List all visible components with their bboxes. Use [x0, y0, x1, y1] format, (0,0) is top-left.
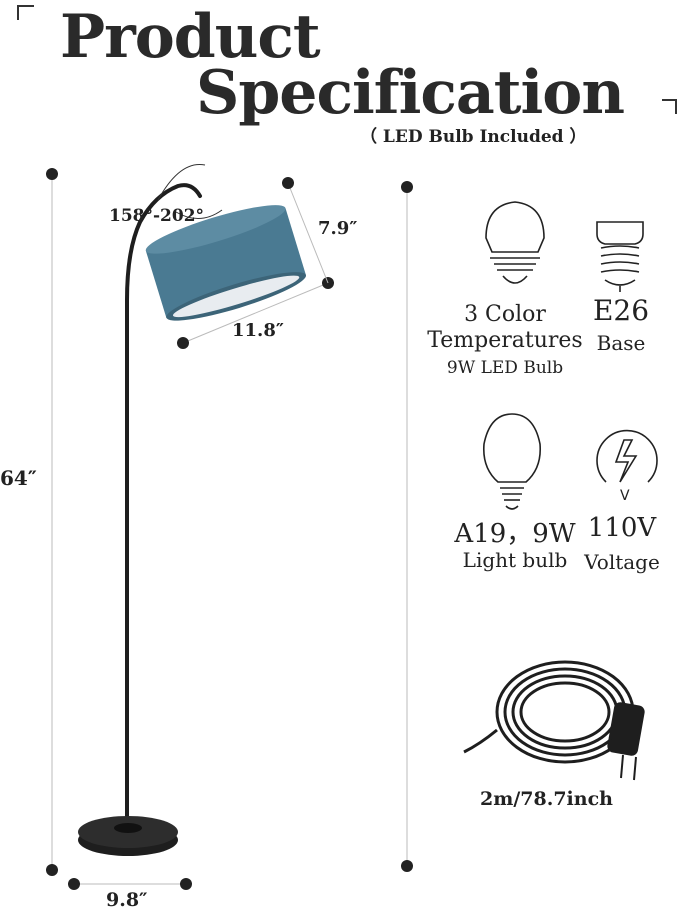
- led-bulb-icon: [485, 201, 545, 284]
- shade-width-label: 11.8″: [232, 320, 284, 341]
- color-temp-line1: 3 Color: [464, 302, 546, 327]
- title-line1: Product: [60, 2, 321, 72]
- a19-bulb-icon: [482, 413, 542, 510]
- bulb-value: A19，9W: [454, 519, 576, 549]
- power-cord-icon: [463, 660, 645, 781]
- base-value: E26: [592, 294, 650, 327]
- shade-height-line: [287, 182, 329, 284]
- e26-socket-icon: [596, 221, 644, 292]
- height-dimension-dot-bottom: [46, 864, 58, 876]
- color-temp-line2: Temperatures: [427, 328, 583, 353]
- corner-bracket-top-left: [17, 5, 34, 20]
- shade-width-dot-left: [177, 337, 189, 349]
- voltage-icon: V: [596, 429, 658, 504]
- bulb-label: Light bulb: [462, 548, 568, 572]
- rotation-label: 158°-202°: [109, 206, 205, 226]
- corner-bracket-bottom-right: [662, 99, 677, 114]
- voltage-value: 110V: [587, 513, 657, 543]
- base-width-dot-left: [68, 878, 80, 890]
- shade-height-dot-top: [282, 177, 294, 189]
- cord-length-label: 2m/78.7inch: [480, 788, 613, 810]
- base-width-dot-right: [180, 878, 192, 890]
- divider-dot-top: [401, 181, 413, 193]
- svg-text:V: V: [620, 488, 630, 504]
- voltage-label: Voltage: [584, 550, 660, 574]
- height-label: 64″: [0, 466, 37, 490]
- color-temp-line3: 9W LED Bulb: [446, 358, 564, 378]
- height-dimension-dot-top: [46, 168, 58, 180]
- base-label: Base: [596, 331, 646, 355]
- lamp-shade: [145, 205, 307, 321]
- divider-dot-bottom: [401, 860, 413, 872]
- shade-height-label: 7.9″: [318, 218, 358, 239]
- title-line2: Specification: [196, 58, 625, 128]
- subtitle: （ LED Bulb Included ）: [360, 127, 587, 147]
- base-width-label: 9.8″: [106, 889, 148, 911]
- shade-width-line: [182, 282, 329, 344]
- floor-lamp-illustration: [78, 163, 307, 856]
